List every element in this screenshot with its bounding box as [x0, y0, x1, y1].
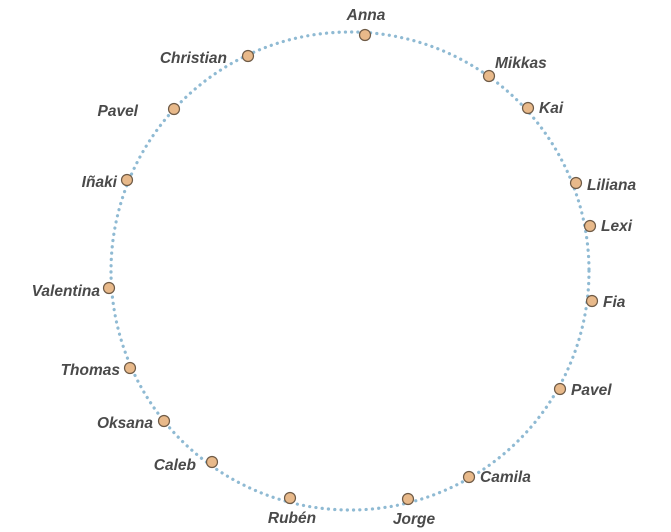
dotted-ring: [109, 30, 591, 512]
node-marker: [157, 414, 171, 428]
node-marker: [553, 382, 567, 396]
node-label: Lexi: [601, 218, 633, 235]
node-label: Fia: [603, 294, 626, 311]
node-marker: [102, 281, 116, 295]
node-label: Oksana: [97, 415, 153, 432]
node-label: Liliana: [587, 177, 636, 194]
node-marker: [241, 49, 255, 63]
node-marker: [585, 294, 599, 308]
node-label: Caleb: [154, 457, 197, 474]
node-label: Camila: [480, 469, 531, 486]
node-label: Pavel: [571, 382, 612, 399]
node-marker: [569, 176, 583, 190]
node-marker: [401, 492, 415, 506]
node-marker: [482, 69, 496, 83]
node-marker: [283, 491, 297, 505]
node-marker: [521, 101, 535, 115]
node-marker: [167, 102, 181, 116]
node-marker: [120, 173, 134, 187]
node-label: Kai: [539, 100, 564, 117]
node-marker: [358, 28, 372, 42]
node-label: Jorge: [393, 511, 436, 528]
node-marker: [462, 470, 476, 484]
node-label: Pavel: [97, 103, 138, 120]
node-marker: [123, 361, 137, 375]
node-label: Anna: [346, 7, 386, 24]
node-label: Mikkas: [495, 55, 547, 72]
node-label: Rubén: [268, 510, 316, 527]
node-marker: [583, 219, 597, 233]
node-label: Thomas: [61, 362, 121, 379]
node-label: Iñaki: [82, 174, 118, 191]
node-label: Christian: [160, 50, 227, 67]
node-marker: [205, 455, 219, 469]
node-label: Valentina: [32, 283, 101, 300]
